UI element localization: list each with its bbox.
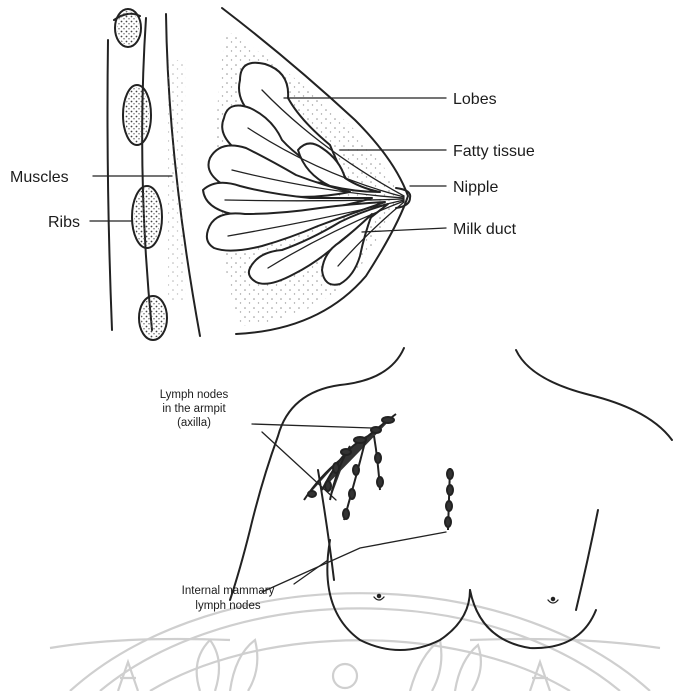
rib xyxy=(139,296,167,340)
label-axilla-line2: in the armpit xyxy=(162,403,226,415)
rib xyxy=(123,85,151,145)
right-side-line xyxy=(576,510,598,610)
right-shoulder xyxy=(516,350,672,440)
label-milk-duct: Milk duct xyxy=(453,221,517,238)
torso-front-view: Lymph nodes in the armpit (axilla) Inter… xyxy=(160,348,672,650)
axillary-lymph-nodes xyxy=(304,414,396,520)
rib-column xyxy=(108,9,168,340)
label-axilla-line3: (axilla) xyxy=(177,417,211,429)
label-internal-line1: Internal mammary xyxy=(182,585,275,597)
label-ribs: Ribs xyxy=(48,214,80,231)
label-internal-line2: lymph nodes xyxy=(195,600,260,612)
rib xyxy=(132,186,162,248)
right-nipple xyxy=(548,597,558,603)
muscle-stipple xyxy=(168,60,186,300)
label-axilla-line1: Lymph nodes xyxy=(160,389,229,401)
left-nipple xyxy=(374,594,384,600)
internal-mammary-nodes xyxy=(445,468,453,530)
label-nipple: Nipple xyxy=(453,179,498,196)
rib xyxy=(115,9,141,47)
breast-side-view: Lobes Fatty tissue Nipple Milk duct Musc… xyxy=(10,8,535,340)
label-fatty-tissue: Fatty tissue xyxy=(453,143,535,160)
label-muscles: Muscles xyxy=(10,169,69,186)
label-lobes: Lobes xyxy=(453,91,497,108)
